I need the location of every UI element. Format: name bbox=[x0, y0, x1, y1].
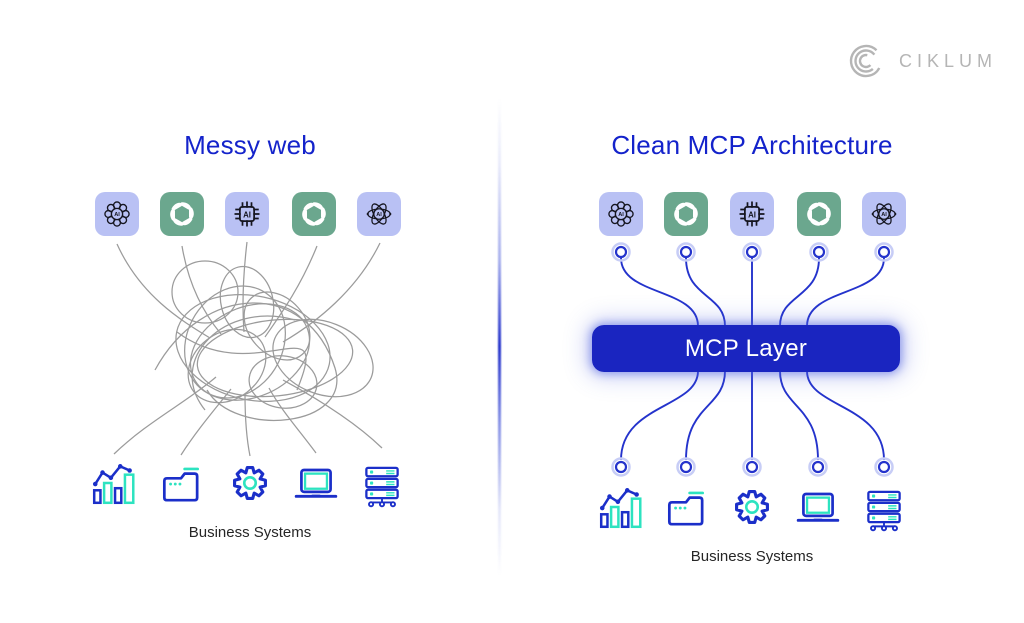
server-icon bbox=[859, 482, 909, 532]
brain-ai-icon bbox=[599, 192, 643, 236]
ai-atom-icon bbox=[862, 192, 906, 236]
openai-logo-icon bbox=[664, 192, 708, 236]
mcp-layer-bar: MCP Layer bbox=[592, 325, 900, 372]
brain-ai-icon bbox=[95, 192, 139, 236]
openai-logo-icon bbox=[292, 192, 336, 236]
ai-chip-icon bbox=[730, 192, 774, 236]
ciklum-logo: CIKLUM bbox=[846, 38, 1016, 84]
ai-chip-icon bbox=[225, 192, 269, 236]
left-panel-title: Messy web bbox=[184, 130, 316, 160]
openai-logo-icon bbox=[797, 192, 841, 236]
folder-icon bbox=[661, 482, 711, 532]
server-icon bbox=[357, 458, 407, 508]
bar-chart-icon bbox=[89, 458, 139, 508]
panel-divider bbox=[498, 98, 501, 576]
right-business-systems-label: Business Systems bbox=[690, 548, 814, 565]
gear-icon bbox=[225, 458, 275, 508]
clean-mcp-panel: Clean MCP Architecture bbox=[500, 0, 1024, 623]
tangled-connections-scribble bbox=[113, 241, 383, 457]
ciklum-arcs-icon bbox=[849, 44, 883, 78]
logo-wordmark: CIKLUM bbox=[899, 50, 998, 71]
ai-atom-icon bbox=[357, 192, 401, 236]
right-panel-title: Clean MCP Architecture bbox=[611, 130, 893, 160]
messy-web-panel: Messy web bbox=[0, 0, 500, 623]
left-business-systems-label: Business Systems bbox=[188, 524, 312, 541]
mcp-layer-label: MCP Layer bbox=[684, 334, 808, 362]
openai-logo-icon bbox=[160, 192, 204, 236]
gear-icon bbox=[727, 482, 777, 532]
folder-icon bbox=[156, 458, 206, 508]
laptop-icon bbox=[793, 482, 843, 532]
bar-chart-icon bbox=[596, 482, 646, 532]
laptop-icon bbox=[291, 458, 341, 508]
